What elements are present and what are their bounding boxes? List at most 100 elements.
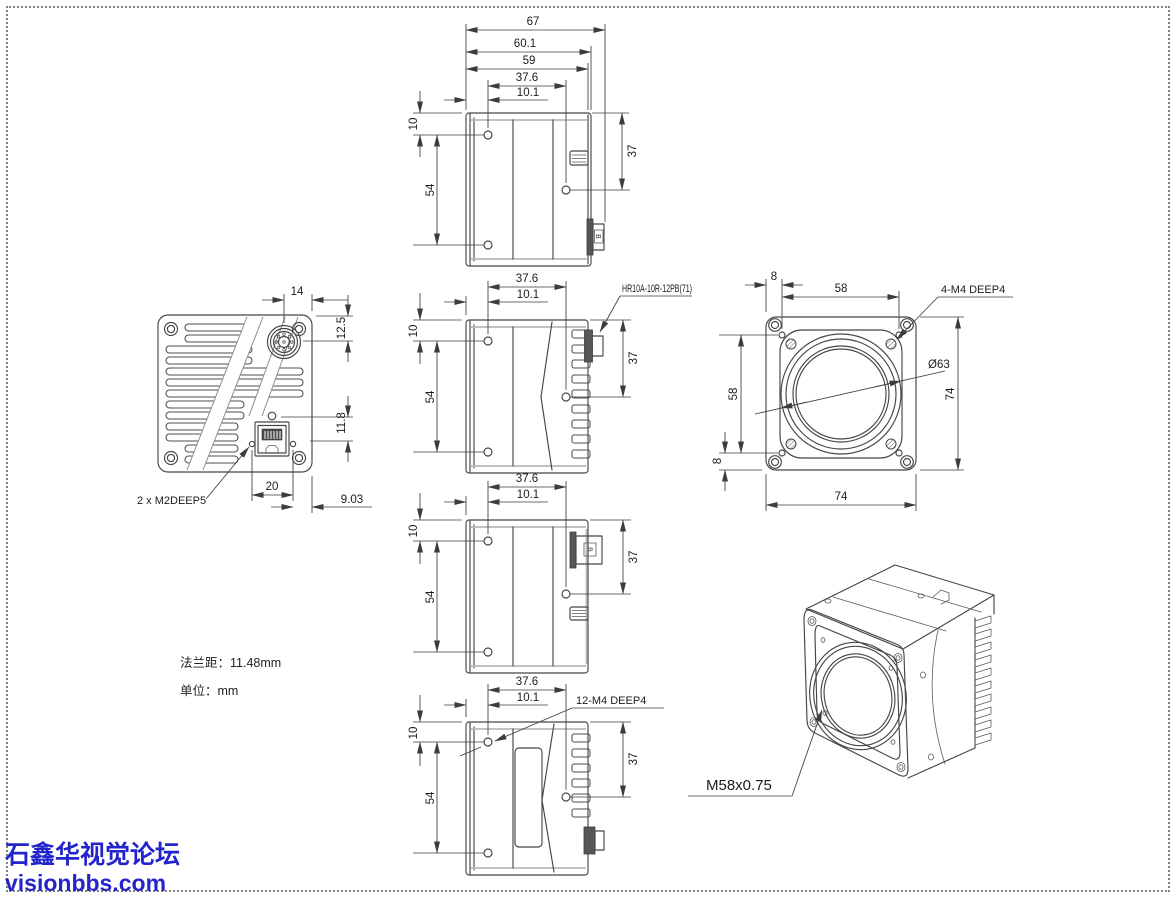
dim-top-54: 54 xyxy=(425,134,440,246)
svg-text:37: 37 xyxy=(628,753,640,766)
dim-back-9-03: 9.03 xyxy=(271,476,372,513)
dim-front-dia63: Ø63 xyxy=(754,359,950,415)
m2-screw-hole xyxy=(248,440,256,448)
dim-top-37: 37 xyxy=(592,112,639,191)
svg-text:10.1: 10.1 xyxy=(517,489,539,501)
dim-bottom-10-1: 10.1 xyxy=(444,692,548,717)
lan-port-side: B xyxy=(569,531,603,569)
dim-front-74-right: 74 xyxy=(920,316,964,471)
mount-hole xyxy=(561,589,571,599)
led-indicator xyxy=(267,411,277,421)
lens-opening xyxy=(780,333,902,455)
heatsink-teeth xyxy=(571,329,591,459)
mount-hole xyxy=(561,392,571,402)
front-corner-screws xyxy=(807,616,906,772)
dim-top-67: 67 xyxy=(465,16,606,222)
side-view-lan: B 37.6 xyxy=(408,473,640,674)
dim-top-37-6: 37.6 xyxy=(487,72,567,183)
svg-text:37: 37 xyxy=(628,352,640,365)
svg-text:14: 14 xyxy=(291,286,304,298)
mount-hole xyxy=(483,647,493,657)
hirose-connector-side xyxy=(584,329,604,363)
dim-top-10-1: 10.1 xyxy=(444,87,548,103)
page-dotted-border xyxy=(6,6,1170,892)
svg-text:11.8: 11.8 xyxy=(336,412,348,434)
lens-mount-plate-iso xyxy=(814,624,901,760)
svg-text:4-M4 DEEP4: 4-M4 DEEP4 xyxy=(941,284,1005,296)
svg-text:54: 54 xyxy=(425,390,437,403)
dim-top-60-1: 60.1 xyxy=(465,38,592,110)
unit-note: 单位：mm xyxy=(180,683,238,698)
dim-io-10: 10 xyxy=(408,293,423,364)
svg-text:54: 54 xyxy=(425,590,437,603)
dim-front-58-top: 58 xyxy=(781,283,900,329)
svg-text:37.6: 37.6 xyxy=(516,676,538,688)
dim-front-8-top: 8 xyxy=(745,271,803,329)
svg-text:37.6: 37.6 xyxy=(516,72,538,84)
svg-text:M58x0.75: M58x0.75 xyxy=(706,777,772,794)
ref-hole xyxy=(895,449,903,457)
svg-text:58: 58 xyxy=(728,388,740,401)
top-view: B 67 60.1 59 xyxy=(408,16,639,267)
mount-hole xyxy=(561,792,571,802)
svg-text:2 x M2DEEP5: 2 x M2DEEP5 xyxy=(137,495,206,507)
heatsink-diagonal-cut xyxy=(186,316,299,471)
svg-text:74: 74 xyxy=(945,387,957,400)
svg-text:37.6: 37.6 xyxy=(516,273,538,285)
svg-text:8: 8 xyxy=(712,458,724,464)
svg-text:10: 10 xyxy=(408,525,420,538)
front-view: Ø63 8 58 58 xyxy=(712,271,1013,511)
svg-text:12.5: 12.5 xyxy=(336,317,348,339)
svg-text:10.1: 10.1 xyxy=(517,692,539,704)
svg-text:20: 20 xyxy=(266,481,279,493)
dim-back-11-8: 11.8 xyxy=(281,396,353,462)
dim-lan-37-6: 37.6 xyxy=(487,473,567,587)
dim-lan-54: 54 xyxy=(425,540,440,653)
heatsink-teeth-iso xyxy=(974,615,992,746)
mount-hole xyxy=(483,848,493,858)
svg-text:10: 10 xyxy=(408,727,420,740)
mount-hole xyxy=(483,536,493,546)
mount-hole xyxy=(561,185,571,195)
dim-back-12-5: 12.5 xyxy=(303,295,353,362)
label-m2-screws: 2 x M2DEEP5 xyxy=(137,446,250,507)
watermark-forum-name: 石鑫华视觉论坛 xyxy=(4,840,180,869)
svg-text:54: 54 xyxy=(425,791,437,804)
dim-io-37: 37 xyxy=(590,319,640,398)
dim-lan-10: 10 xyxy=(408,493,423,564)
label-m58: M58x0.75 xyxy=(688,709,823,797)
dim-front-74-bottom: 74 xyxy=(765,474,917,511)
dim-front-58-left: 58 xyxy=(719,334,778,454)
svg-text:10.1: 10.1 xyxy=(517,87,539,99)
mount-hole xyxy=(483,336,493,346)
screw-hole xyxy=(928,753,934,761)
svg-text:37: 37 xyxy=(627,145,639,158)
mount-hole xyxy=(483,240,493,250)
dim-lan-37: 37 xyxy=(590,519,640,595)
dim-back-20: 20 xyxy=(251,450,294,501)
port-b-marking: B xyxy=(594,234,601,239)
svg-text:74: 74 xyxy=(835,491,848,503)
label-4m4: 4-M4 DEEP4 xyxy=(896,284,1013,340)
svg-text:8: 8 xyxy=(771,271,777,283)
lens-opening-iso xyxy=(809,641,907,751)
dim-bottom-54: 54 xyxy=(425,741,440,854)
heatsink-teeth xyxy=(571,733,591,818)
svg-text:HR10A-10R-12PB(71): HR10A-10R-12PB(71) xyxy=(622,283,692,295)
label-12m4: 12-M4 DEEP4 xyxy=(459,695,664,757)
dim-back-14: 14 xyxy=(262,286,348,323)
bottom-rear-connector xyxy=(583,826,605,855)
svg-text:58: 58 xyxy=(835,283,848,295)
svg-text:10: 10 xyxy=(408,118,420,131)
corner-screws xyxy=(163,321,307,466)
dim-bottom-37: 37 xyxy=(590,721,640,798)
port-b-marking: B xyxy=(586,547,593,552)
dim-front-8-bottom: 8 xyxy=(712,432,762,491)
svg-text:12-M4 DEEP4: 12-M4 DEEP4 xyxy=(576,695,646,707)
watermark: 石鑫华视觉论坛 visionbbs.com xyxy=(4,840,180,896)
dim-io-54: 54 xyxy=(425,340,440,453)
dim-top-10: 10 xyxy=(408,91,423,157)
bottom-view: 37.6 10.1 10 54 37 xyxy=(408,676,664,876)
